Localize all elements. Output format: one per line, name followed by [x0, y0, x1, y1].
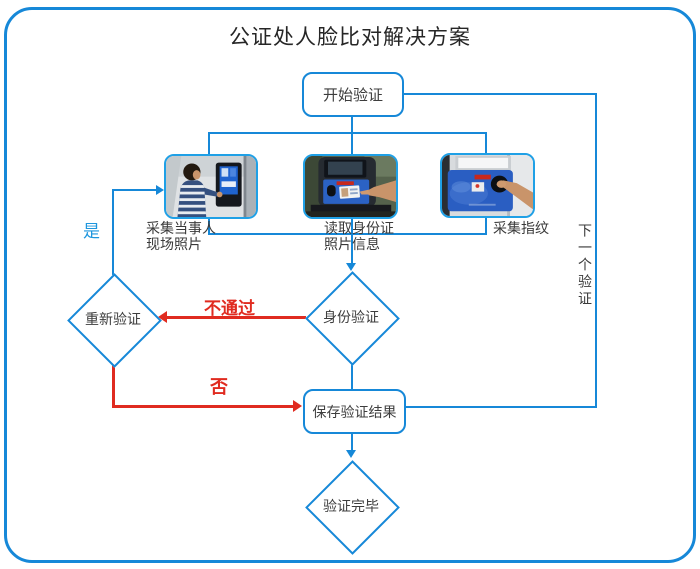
id-card-reading-scene	[305, 156, 396, 217]
arrow-into-photo1-icon	[156, 185, 164, 195]
arrow-into-identity-icon	[346, 263, 356, 271]
step-label-read-id: 读取身份证 照片信息	[324, 220, 394, 252]
identity-decision-label: 身份验证	[323, 309, 379, 325]
connector-start-down	[351, 117, 353, 134]
save-result-label: 保存验证结果	[312, 403, 397, 420]
id-card-reading-image	[303, 154, 398, 219]
connector-drop-photo2	[351, 132, 353, 155]
arrow-no-into-save-icon	[293, 400, 302, 412]
connector-right-loop-vertical	[595, 93, 597, 408]
connector-start-to-right-loop	[403, 93, 597, 95]
step-label-read-id-line2: 照片信息	[324, 236, 380, 252]
step-label-capture-photo-line1: 采集当事人	[146, 220, 216, 236]
connector-save-to-complete	[351, 433, 353, 452]
page-title: 公证处人脸比对解决方案	[229, 26, 471, 49]
connector-photo1-join	[208, 217, 210, 235]
connector-photo3-join	[485, 216, 487, 234]
save-result-node: 保存验证结果	[303, 389, 406, 434]
step-label-capture-photo-line2: 现场照片	[146, 236, 202, 252]
connector-branch-bottom	[208, 233, 487, 235]
complete-label: 验证完毕	[323, 498, 379, 514]
connector-identity-to-save	[351, 362, 353, 389]
connector-branch-top	[208, 132, 487, 134]
identity-decision-node: 身份验证	[305, 271, 400, 366]
connector-fail	[161, 316, 306, 319]
step-label-capture-photo: 采集当事人 现场照片	[146, 220, 216, 252]
fingerprint-capture-scene	[442, 155, 533, 216]
edge-label-next-verification: 下一个验证	[577, 223, 593, 308]
arrow-into-complete-icon	[346, 450, 356, 458]
connector-drop-photo3	[485, 132, 487, 154]
party-photo-capture-scene	[166, 156, 256, 217]
edge-label-no: 否	[210, 377, 228, 397]
step-label-fingerprint: 采集指纹	[493, 220, 549, 236]
connector-right-loop-to-save	[406, 406, 597, 408]
edge-label-fail: 不通过	[204, 299, 255, 318]
step-label-read-id-line1: 读取身份证	[324, 220, 394, 236]
connector-yes-horizontal	[112, 189, 158, 191]
fingerprint-capture-image	[440, 153, 535, 218]
start-node-label: 开始验证	[322, 87, 383, 104]
arrow-fail-into-retry-icon	[158, 311, 167, 323]
start-node: 开始验证	[302, 72, 404, 117]
connector-yes-vertical	[112, 189, 114, 275]
connector-no-horizontal	[112, 405, 295, 408]
edge-label-yes: 是	[83, 222, 100, 241]
retry-decision-node: 重新验证	[67, 273, 162, 368]
connector-drop-photo1	[208, 132, 210, 155]
retry-decision-label: 重新验证	[85, 311, 141, 327]
connector-to-identity	[351, 217, 353, 266]
party-photo-capture-image	[164, 154, 258, 219]
connector-no-vertical	[112, 364, 115, 408]
page-border	[4, 7, 696, 563]
complete-node: 验证完毕	[305, 460, 400, 555]
